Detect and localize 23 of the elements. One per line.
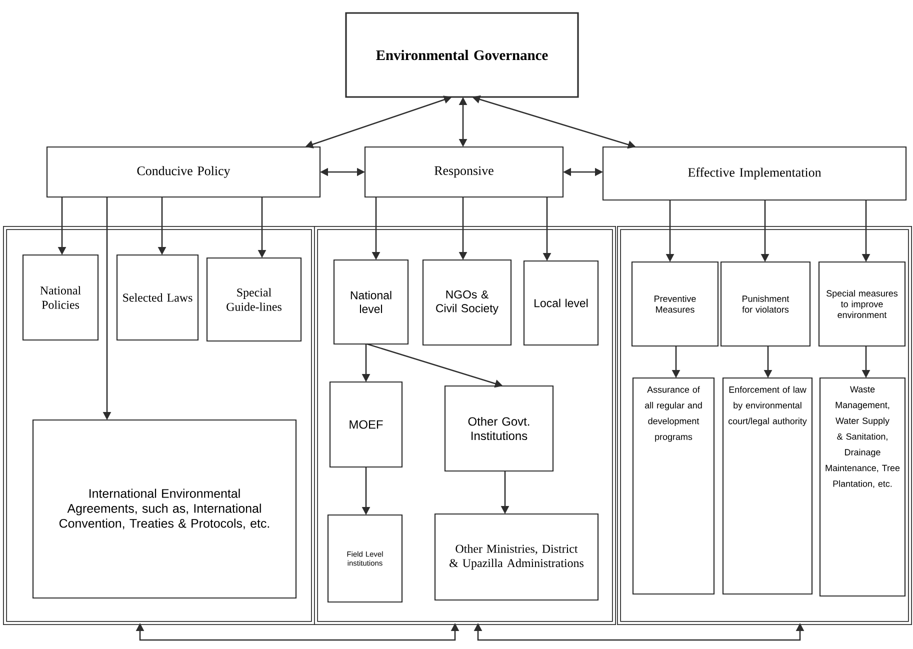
process-box: International Environmental Agreements, such as, International Convention, Treaties & Protocols, etc. <box>32 419 297 599</box>
panel-frame <box>617 226 912 625</box>
category-box: Responsive <box>364 146 564 198</box>
process-box: National level <box>333 259 409 345</box>
process-box: Assurance of all regular and development programs <box>632 377 715 595</box>
process-box: NGOs & Civil Society <box>422 259 512 346</box>
process-box: Enforcement of law by environmental court/legal authority <box>722 377 813 595</box>
process-box: Special Guide-lines <box>206 257 302 342</box>
process-box: Punishment for violators <box>720 261 811 347</box>
process-box: MOEF <box>329 381 403 468</box>
category-box: Effective Implementation <box>602 146 907 201</box>
process-box: Preventive Measures <box>631 261 719 347</box>
process-box: Selected Laws <box>116 254 199 341</box>
process-box: National Policies <box>22 254 99 341</box>
process-box: Other Govt. Institutions <box>444 385 554 472</box>
category-box: Conducive Policy <box>46 146 321 198</box>
title-box: Environmental Governance <box>345 12 579 98</box>
process-box: Other Ministries, District & Upazilla Administrations <box>434 513 599 601</box>
process-box: Special measures to improve environment <box>818 261 906 347</box>
panel-frame <box>3 226 315 625</box>
panel-frame <box>314 226 616 625</box>
process-box: Waste Management, Water Supply & Sanitation, Drainage Maintenance, Tree Plantation, etc. <box>819 377 906 597</box>
process-box: Local level <box>523 260 599 346</box>
